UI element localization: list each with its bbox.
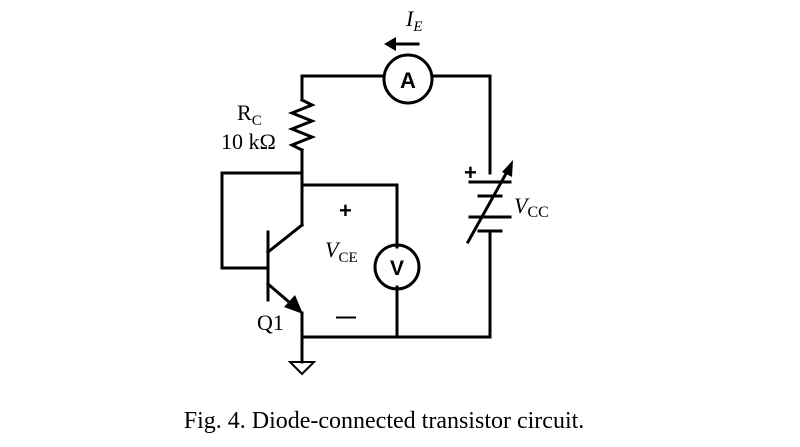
source-label: VCC [514,193,549,221]
transistor-collector-leg [265,222,305,255]
resistor-name-main: R [237,100,252,125]
resistor-value: 10 kΩ [221,129,276,154]
transistor-label: Q1 [257,310,284,335]
current-label: IE [405,6,423,35]
vce-label: VCE [325,237,358,266]
variable-arrow-line [465,167,511,245]
figure-caption: Fig. 4. Diode-connected transistor circu… [184,408,585,434]
resistor-name-sub: C [252,113,262,129]
emitter-arrow-icon [284,295,303,314]
variable-arrow-head [502,160,513,177]
resistor-zigzag [287,97,317,153]
voltmeter-letter: V [390,257,404,280]
transistor-q1 [265,222,305,314]
ammeter: A [382,53,434,105]
current-arrow [384,37,420,51]
wires [220,74,492,364]
vce-minus: — [336,306,356,328]
source-symbol: V [514,193,530,218]
vce-subscript: CE [338,250,357,266]
vce-symbol: V [325,237,341,262]
wire-top-right [431,74,492,175]
source-subscript: CC [527,204,548,221]
current-arrow-head [384,37,396,51]
current-subscript: E [412,19,422,35]
vce-plus: + [339,198,352,223]
wire-diode-connection [220,171,304,270]
source-plus: + [464,160,477,185]
wire-voltmeter-top [300,183,399,249]
wire-bottom [300,229,492,339]
voltmeter: V [373,243,421,291]
battery-source [465,160,513,245]
ammeter-letter: A [400,68,416,93]
ammeter-circle [382,53,434,105]
current-symbol: I [405,6,415,31]
ground-icon [287,361,317,376]
voltmeter-circle [373,243,421,291]
resistor-name: RC [237,100,262,129]
